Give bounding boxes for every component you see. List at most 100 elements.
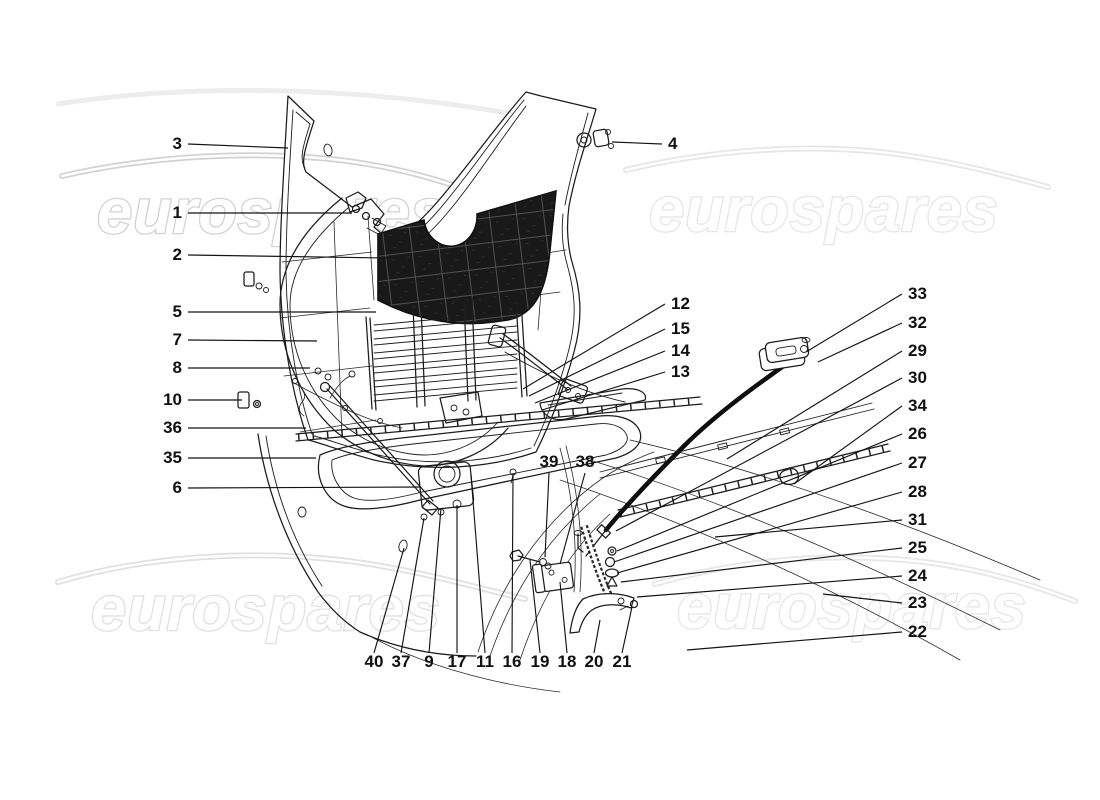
part-number: 9: [424, 652, 433, 671]
part-number: 35: [163, 448, 182, 467]
part-number: 37: [392, 652, 411, 671]
watermark-text: eurospares: [649, 175, 999, 245]
part-number: 2: [173, 245, 182, 264]
deflector-shelf: [539, 387, 647, 421]
callout-3: 3: [173, 134, 289, 153]
leader-line: [470, 474, 486, 654]
grille-bracket: [439, 391, 483, 424]
callout-20: 20: [585, 619, 603, 671]
latch-pin: [577, 533, 584, 553]
callout-30: 30: [615, 368, 927, 532]
leader-line: [534, 350, 666, 404]
callout-26: 26: [616, 424, 927, 552]
car-swoosh-highlight: [653, 556, 1077, 603]
latch-nut: [604, 556, 616, 568]
front-grille: [365, 297, 528, 424]
leader-line: [559, 472, 586, 565]
hinge-arm: [487, 324, 626, 404]
wheel-arch-lines: [477, 439, 1041, 661]
callout-15: 15: [528, 319, 690, 397]
hood-hole: [323, 143, 333, 157]
part-number: 12: [671, 294, 690, 313]
compartment-gasket: [317, 414, 642, 510]
callout-27: 27: [613, 453, 927, 563]
watermark-bottom-right: eurospares: [652, 554, 1078, 643]
part-number: 8: [173, 358, 182, 377]
part-number: 22: [908, 622, 927, 641]
callout-12: 12: [522, 294, 690, 390]
part-number: 32: [908, 313, 927, 332]
hood-inner-edge: [313, 435, 532, 463]
callout-18: 18: [558, 581, 576, 671]
leader-line: [528, 328, 666, 397]
callout-40: 40: [365, 547, 405, 671]
callout-14: 14: [534, 341, 690, 404]
part-number: 11: [476, 652, 494, 671]
latch-washer: [607, 546, 617, 556]
part-number: 17: [448, 652, 467, 671]
callout-16: 16: [503, 473, 521, 671]
watermark-top-right: eurospares: [623, 145, 1051, 246]
leader-line: [620, 547, 903, 583]
callout-8: 8: [173, 358, 310, 377]
callout-23: 23: [822, 593, 927, 612]
leader-line: [805, 293, 903, 353]
leader-line: [187, 143, 289, 149]
leader-line: [613, 462, 903, 563]
body-front: [257, 324, 1041, 693]
hood-inner-edge: [533, 213, 575, 447]
part-number: 14: [671, 341, 690, 360]
latch-assembly: [509, 468, 639, 634]
lever-screw: [629, 599, 639, 609]
part-number: 15: [671, 319, 690, 338]
part-number: 28: [908, 482, 927, 501]
part-number: 38: [576, 452, 595, 471]
car-swoosh-highlight: [56, 554, 527, 601]
callout-35: 35: [163, 448, 316, 467]
leader-line: [187, 254, 389, 259]
leader-line: [511, 473, 514, 654]
part-number: 34: [908, 396, 927, 415]
callout-11: 11: [470, 474, 494, 671]
part-number: 4: [668, 134, 678, 153]
callout-39: 39: [540, 452, 558, 558]
leader-line: [593, 619, 601, 654]
callout-4: 4: [611, 134, 678, 153]
part-number: 7: [173, 330, 182, 349]
callout-38: 38: [559, 452, 595, 565]
leader-line: [714, 519, 903, 538]
part-number: 5: [173, 302, 182, 321]
hood-inner-edge: [564, 112, 589, 206]
leader-line: [529, 559, 541, 654]
callout-5: 5: [173, 302, 376, 321]
latch-plate: [531, 561, 575, 594]
hood-hinge-parts: [345, 191, 387, 236]
leader-line: [726, 350, 903, 460]
callout-1: 1: [173, 203, 352, 222]
part-number: 3: [173, 134, 182, 153]
leader-line: [428, 507, 442, 654]
callout-21: 21: [613, 606, 633, 671]
watermark-text: eurospares: [91, 574, 441, 644]
handle-screw: [800, 345, 808, 353]
part-number: 31: [908, 510, 927, 529]
callout-9: 9: [424, 507, 442, 671]
insulation-pad: [377, 189, 557, 325]
part-number: 26: [908, 424, 927, 443]
leader-line: [373, 547, 405, 654]
callout-6: 6: [173, 478, 422, 497]
leader-line: [616, 433, 903, 552]
leader-line: [522, 303, 666, 390]
watermark-text: eurospares: [677, 572, 1027, 642]
leader-line: [621, 606, 633, 654]
callout-29: 29: [726, 341, 927, 460]
part-number: 27: [908, 453, 927, 472]
part-number: 1: [173, 203, 182, 222]
leader-line: [817, 322, 903, 363]
leader-line: [559, 581, 568, 654]
hood-inner-edge: [285, 109, 313, 435]
cable-sheath-end: [596, 524, 612, 539]
